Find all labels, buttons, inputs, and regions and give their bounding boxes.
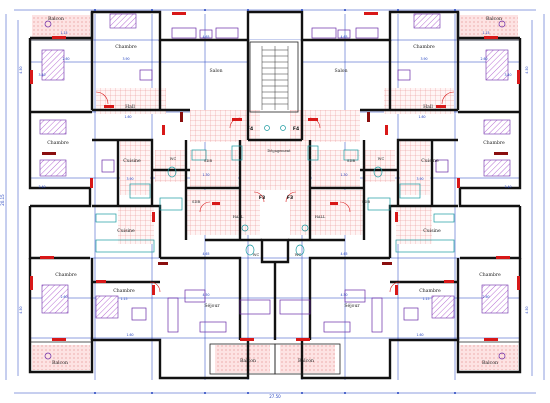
dim-text: 4.50 [340,293,347,297]
label-hall-l: Hall [125,104,135,110]
living-furniture [44,20,506,360]
dim-text: 1.15 [60,31,67,35]
label-chambre-mid-r: Chambre [483,140,505,146]
dim-text: 3.40 [38,73,45,77]
dim-text: 1.15 [422,297,429,301]
dim-text: 1.15 [120,297,127,301]
dim-text: 1.60 [124,115,131,119]
dim-text: 3.90 [122,57,129,61]
label-chambre-top-l: Chambre [115,44,137,50]
dim-text: 4.50 [19,66,23,73]
label-wc-bot-l: WC [253,253,260,257]
dim-text: 2.60 [62,57,69,61]
label-sdb-top-l: SDB [204,159,212,163]
label-chambre-mid-l: Chambre [47,140,69,146]
dim-text: 3.40 [38,185,45,189]
axis-markers [94,9,456,394]
label-salon-r: Salon [334,68,347,74]
label-chambre-top-r: Chambre [413,44,435,50]
label-f4-l: F4 [247,126,253,132]
label-cuisine-top-l: Cuisine [123,158,141,164]
label-cuisine-bot-r: Cuisine [423,228,441,234]
inner-wall-details [30,39,520,375]
label-chambre-bot-r: Chambre [479,272,501,278]
dim-text: 1.30 [340,173,347,177]
dim-text: 1.60 [126,333,133,337]
label-hall-caps-r: HALL [315,215,326,219]
dim-text: 3.90 [416,177,423,181]
label-balcon-br: Balcon [482,360,498,366]
label-cuisine-top-r: Cuisine [421,158,439,164]
label-f3-r: F3 [287,195,293,201]
door-swings [95,91,455,293]
dim-text: 3.40 [504,73,511,77]
label-sejour-l: Séjour [204,302,220,309]
dimension-texts: 1.15 1.15 3.90 3.90 4.65 4.65 2.60 2.60 … [0,31,529,399]
dim-text: 1.60 [418,115,425,119]
dim-text: 1.30 [202,173,209,177]
label-chambre-bot2-l: Chambre [113,288,135,294]
dim-text: 4.50 [202,293,209,297]
dim-text: 3.40 [504,185,511,189]
label-balcon-bc-l: Balcon [240,358,256,364]
dim-overall-height: 20.15 [0,194,5,206]
label-chambre-bot-l: Chambre [55,272,77,278]
label-wc-l: WC [170,157,177,161]
accent-marks [42,112,508,265]
beds [39,13,511,319]
label-salon-l: Salon [209,68,222,74]
dim-text: 2.60 [60,295,67,299]
dim-text: 4.65 [340,35,347,39]
label-hall-r: Hall [423,104,433,110]
dim-overall-width: 27.50 [269,394,281,399]
label-hall-caps-l: HALL [233,215,244,219]
dim-text: 3.90 [420,57,427,61]
label-f4-r: F4 [293,126,299,132]
label-wc-bot-r: WC [295,253,302,257]
label-degagement: Dégagement [267,149,291,153]
dim-text: 3.90 [126,177,133,181]
dim-text: 1.60 [416,333,423,337]
label-balcon-tl: Balcon [48,16,64,22]
room-labels: Balcon Balcon Chambre Chambre Salon Salo… [47,16,505,366]
dim-text: 4.65 [202,252,209,256]
label-sdb-mid-l: SDB [192,200,200,204]
fixtures [95,125,455,256]
label-sdb-top-r: SDB [347,159,355,163]
dim-text: 4.65 [340,252,347,256]
doors [30,12,520,341]
dim-text: 2.60 [482,295,489,299]
dim-text: 2.60 [480,57,487,61]
label-chambre-bot2-r: Chambre [419,288,441,294]
dim-text: 4.65 [202,35,209,39]
label-balcon-bc-r: Balcon [298,358,314,364]
label-cuisine-bot-l: Cuisine [117,228,135,234]
dim-text: 1.15 [482,31,489,35]
dim-text: 4.50 [525,306,529,313]
label-balcon-bl: Balcon [52,360,68,366]
label-balcon-tr: Balcon [486,16,502,22]
staircase [261,46,289,110]
label-sdb-mid-r: SDB [362,200,370,204]
label-wc-r: WC [378,157,385,161]
label-sejour-r: Séjour [344,302,360,309]
dim-text: 4.50 [19,306,23,313]
dim-text: 4.50 [525,66,529,73]
label-f3-l: F3 [259,195,265,201]
